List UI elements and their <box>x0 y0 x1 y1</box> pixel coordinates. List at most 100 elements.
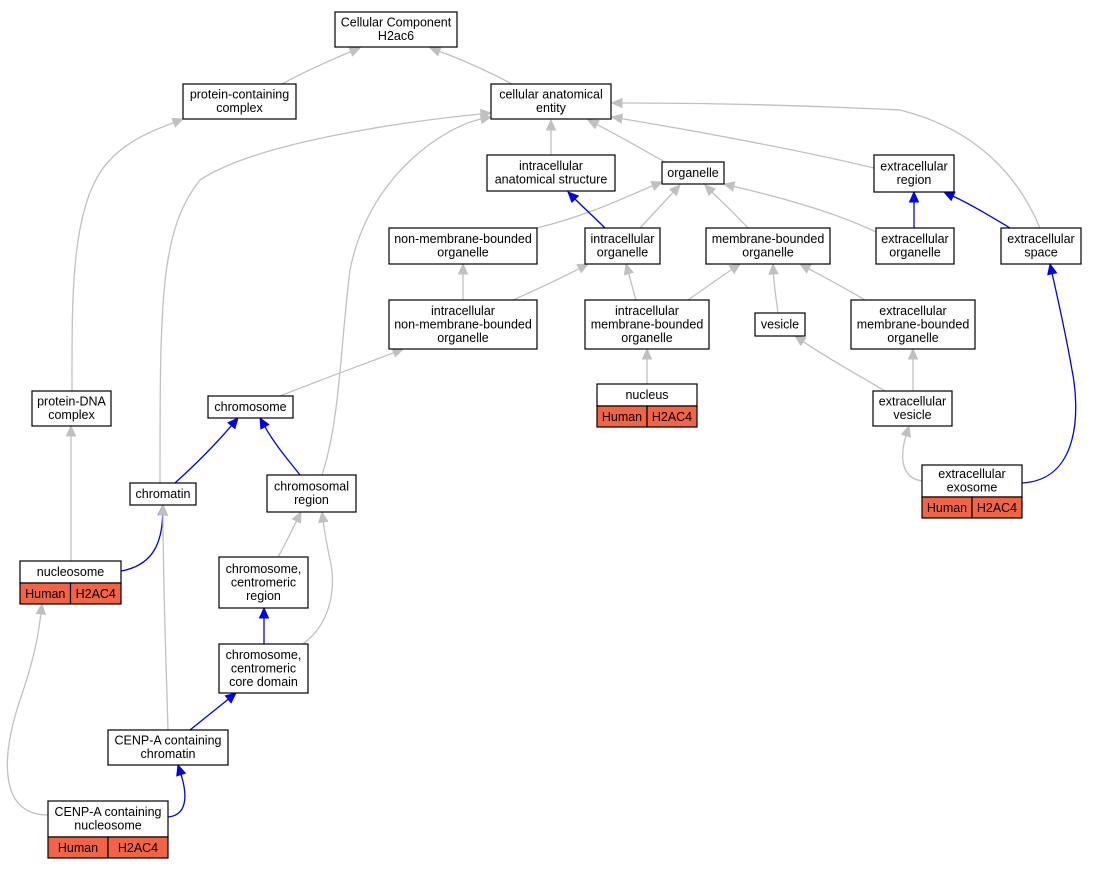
edge-intracellular-non-membrane-bounded-organelle-to-non-membrane-bounded-organelle <box>457 262 469 300</box>
arrowhead <box>650 181 664 191</box>
arrowhead <box>171 117 185 128</box>
node-box <box>107 729 229 766</box>
arrowhead <box>1047 262 1058 276</box>
node-label: chromosome, <box>226 562 302 576</box>
arrowhead <box>900 424 911 438</box>
arrowhead <box>768 262 779 275</box>
node-box <box>584 299 710 350</box>
node-box <box>486 154 616 192</box>
edge-nucleus-to-intracellular-membrane-bounded-organelle <box>641 347 653 384</box>
annotation-species: Human <box>58 841 98 855</box>
edge-cellular-anatomical-entity-to-cc-root <box>428 46 513 85</box>
arrowhead <box>318 510 329 524</box>
edge-extracellular-exosome-to-extracellular-vesicle <box>900 424 923 482</box>
node-label: centromeric <box>231 575 296 589</box>
arrowhead <box>227 417 239 430</box>
node-label: intracellular <box>615 304 679 318</box>
annotation-cell <box>971 496 1023 519</box>
node-label: non-membrane-bounded <box>394 232 532 246</box>
node-box <box>1000 227 1082 265</box>
node-label: intracellular <box>431 304 495 318</box>
node-label: extracellular <box>879 395 946 409</box>
arrowhead <box>35 602 47 616</box>
edge-intracellular-anatomical-structure-to-cellular-anatomical-entity <box>545 118 557 155</box>
arrowhead <box>428 46 442 57</box>
edge-extracellular-membrane-bounded-organelle-to-membrane-bounded-organelle <box>798 263 866 301</box>
node-label: nucleus <box>625 388 668 402</box>
arrowhead <box>641 347 653 360</box>
node-vesicle[interactable]: vesicle <box>754 312 806 337</box>
arrowhead <box>545 118 557 131</box>
annotation-cell <box>107 836 169 859</box>
node-box <box>850 299 976 350</box>
arrowhead <box>942 191 956 202</box>
node-label: membrane-bounded <box>712 232 825 246</box>
node-label: region <box>897 173 932 187</box>
edge-extracellular-organelle-to-extracellular-region <box>908 190 920 229</box>
edge-cenp-a-containing-nucleosome-to-nucleosome <box>6 602 49 816</box>
annotation-species: Human <box>602 410 642 424</box>
annotation-cell <box>69 582 122 605</box>
node-label: organelle <box>597 246 648 260</box>
arrowhead <box>348 47 362 57</box>
node-label: exosome <box>947 481 998 495</box>
node-label: extracellular <box>880 160 947 174</box>
node-box <box>490 83 612 120</box>
edge-chromosome-centromeric-region-to-chromosomal-region <box>277 510 302 558</box>
arrowhead <box>798 263 812 274</box>
node-organelle[interactable]: organelle <box>661 161 725 185</box>
node-box <box>921 464 1023 498</box>
node-intracellular-non-membrane-bounded-organelle[interactable]: intracellularnon-membrane-boundedorganel… <box>388 299 538 350</box>
arrowhead <box>259 416 270 430</box>
edge-chromosomal-region-to-cellular-anatomical-entity <box>321 113 493 476</box>
node-label: complex <box>216 101 263 115</box>
node-label: CENP-A containing <box>54 805 161 819</box>
edge-protein-dna-complex-to-protein-containing-complex <box>71 117 185 392</box>
node-label: chromosome, <box>226 648 302 662</box>
node-box <box>129 482 197 506</box>
edge-vesicle-to-membrane-bounded-organelle <box>768 262 779 314</box>
node-chromatin[interactable]: chromatin <box>129 482 197 506</box>
annotation-gene: H2AC4 <box>76 587 116 601</box>
node-chromosome[interactable]: chromosome <box>207 395 294 419</box>
arrowhead <box>291 510 302 524</box>
node-box <box>388 227 538 265</box>
node-label: space <box>1024 246 1057 260</box>
arrowhead <box>728 263 742 275</box>
node-box <box>207 395 294 419</box>
node-box <box>218 556 309 609</box>
arrowhead <box>623 262 634 276</box>
annotation-gene: H2AC4 <box>652 410 692 424</box>
arrowhead <box>567 191 580 204</box>
node-label: extracellular <box>1007 232 1074 246</box>
node-label: chromatin <box>141 747 196 761</box>
annotation-gene: H2AC4 <box>977 501 1017 515</box>
node-label: membrane-bounded <box>857 317 970 331</box>
node-label: centromeric <box>231 661 296 675</box>
edge-extracellular-vesicle-to-extracellular-membrane-bounded-organelle <box>907 347 919 391</box>
arrowhead <box>908 190 920 203</box>
